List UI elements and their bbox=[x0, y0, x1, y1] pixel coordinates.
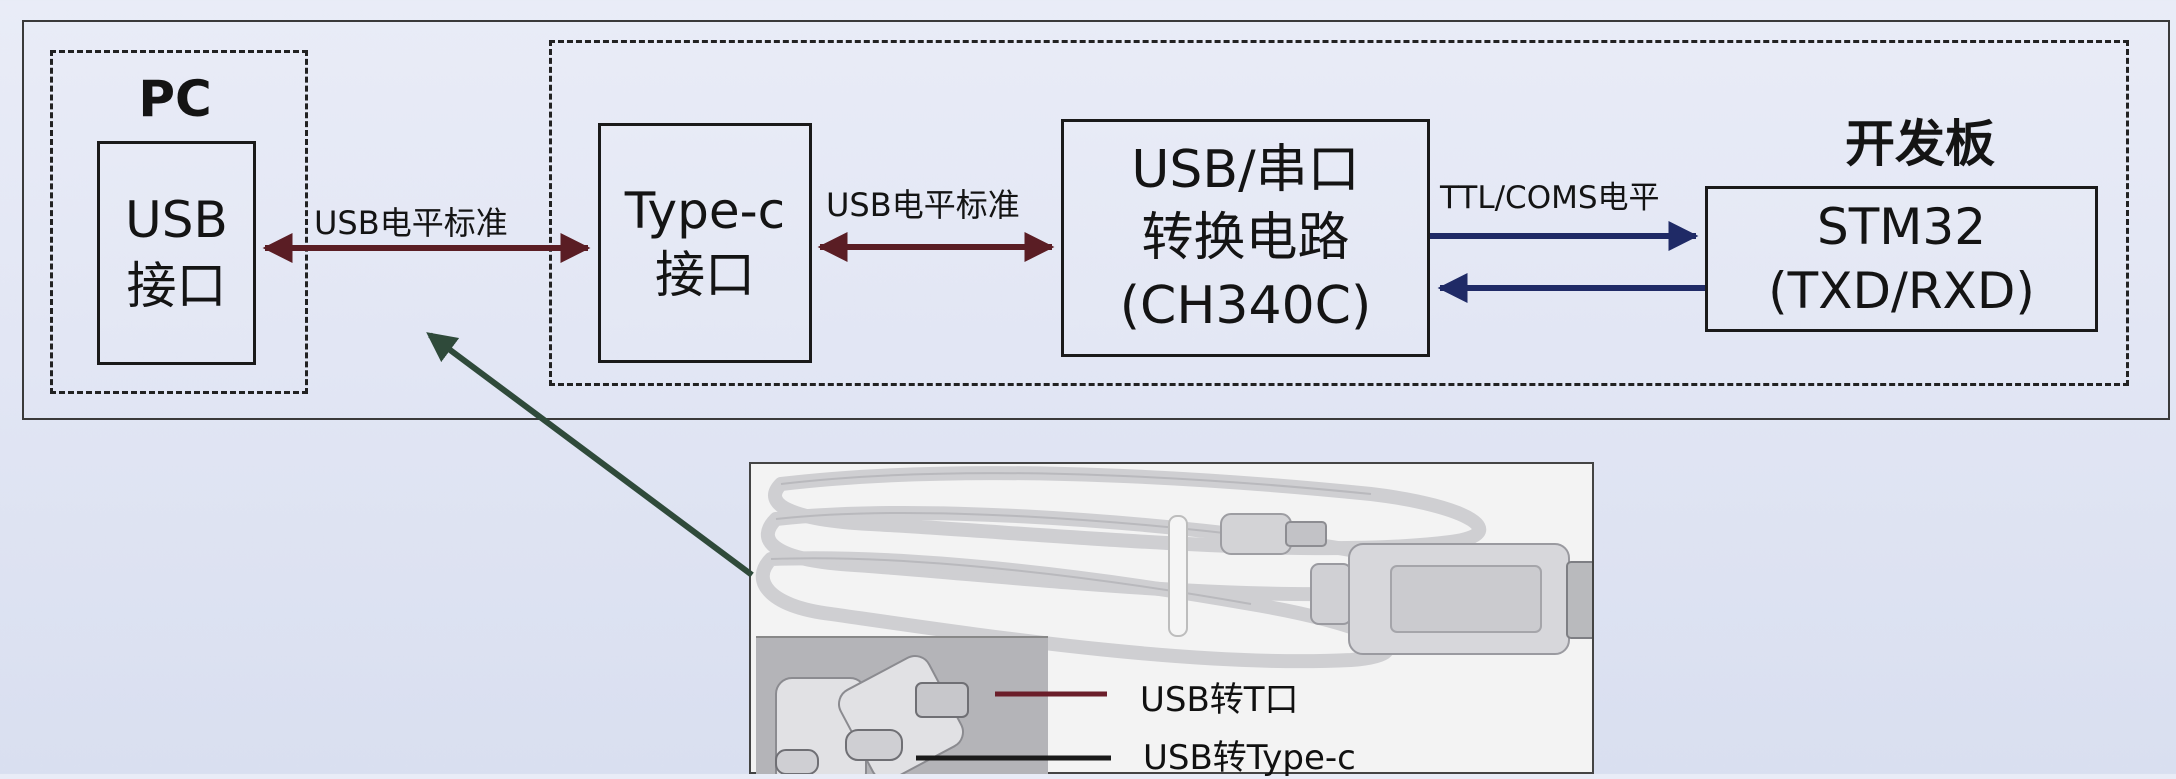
dev-board-region bbox=[549, 40, 2129, 386]
ttl-level-label: TTL/COMS电平 bbox=[1440, 180, 1660, 216]
usb-level-label-pc-side: USB电平标准 bbox=[314, 204, 508, 242]
connector-closeup-photo bbox=[756, 636, 1048, 774]
pc-usb-port-box: USB 接口 bbox=[97, 141, 256, 365]
stm32-line2: (TXD/RXD) bbox=[1768, 262, 2035, 320]
legend-usb-typec-label: USB转Type-c bbox=[1143, 738, 1356, 778]
typec-port-box: Type-c 接口 bbox=[598, 123, 812, 363]
usb-cable-photo bbox=[749, 462, 1594, 774]
pc-usb-port-line1: USB bbox=[125, 191, 228, 249]
legend-usb-t-label: USB转T口 bbox=[1140, 680, 1299, 720]
typec-port-line2: 接口 bbox=[655, 246, 755, 304]
pc-usb-port-line2: 接口 bbox=[126, 257, 227, 315]
bridge-line1: USB/串口 bbox=[1131, 140, 1360, 200]
pc-region bbox=[50, 50, 308, 394]
stm32-line1: STM32 bbox=[1816, 198, 1987, 256]
diagram-frame bbox=[22, 20, 2170, 420]
typec-port-line1: Type-c bbox=[624, 182, 786, 240]
connector-closeup-illustration bbox=[756, 638, 1048, 774]
dev-board-title: 开发板 bbox=[1845, 115, 1995, 173]
usb-serial-bridge-box: USB/串口 转换电路 (CH340C) bbox=[1061, 119, 1430, 357]
pc-title: PC bbox=[138, 70, 212, 128]
bridge-line2: 转换电路 bbox=[1141, 208, 1350, 268]
usb-level-label-board-side: USB电平标准 bbox=[826, 186, 1020, 224]
usb-cable-illustration bbox=[751, 464, 1592, 772]
bridge-line3: (CH340C) bbox=[1119, 276, 1372, 336]
stm32-box: STM32 (TXD/RXD) bbox=[1705, 186, 2098, 332]
